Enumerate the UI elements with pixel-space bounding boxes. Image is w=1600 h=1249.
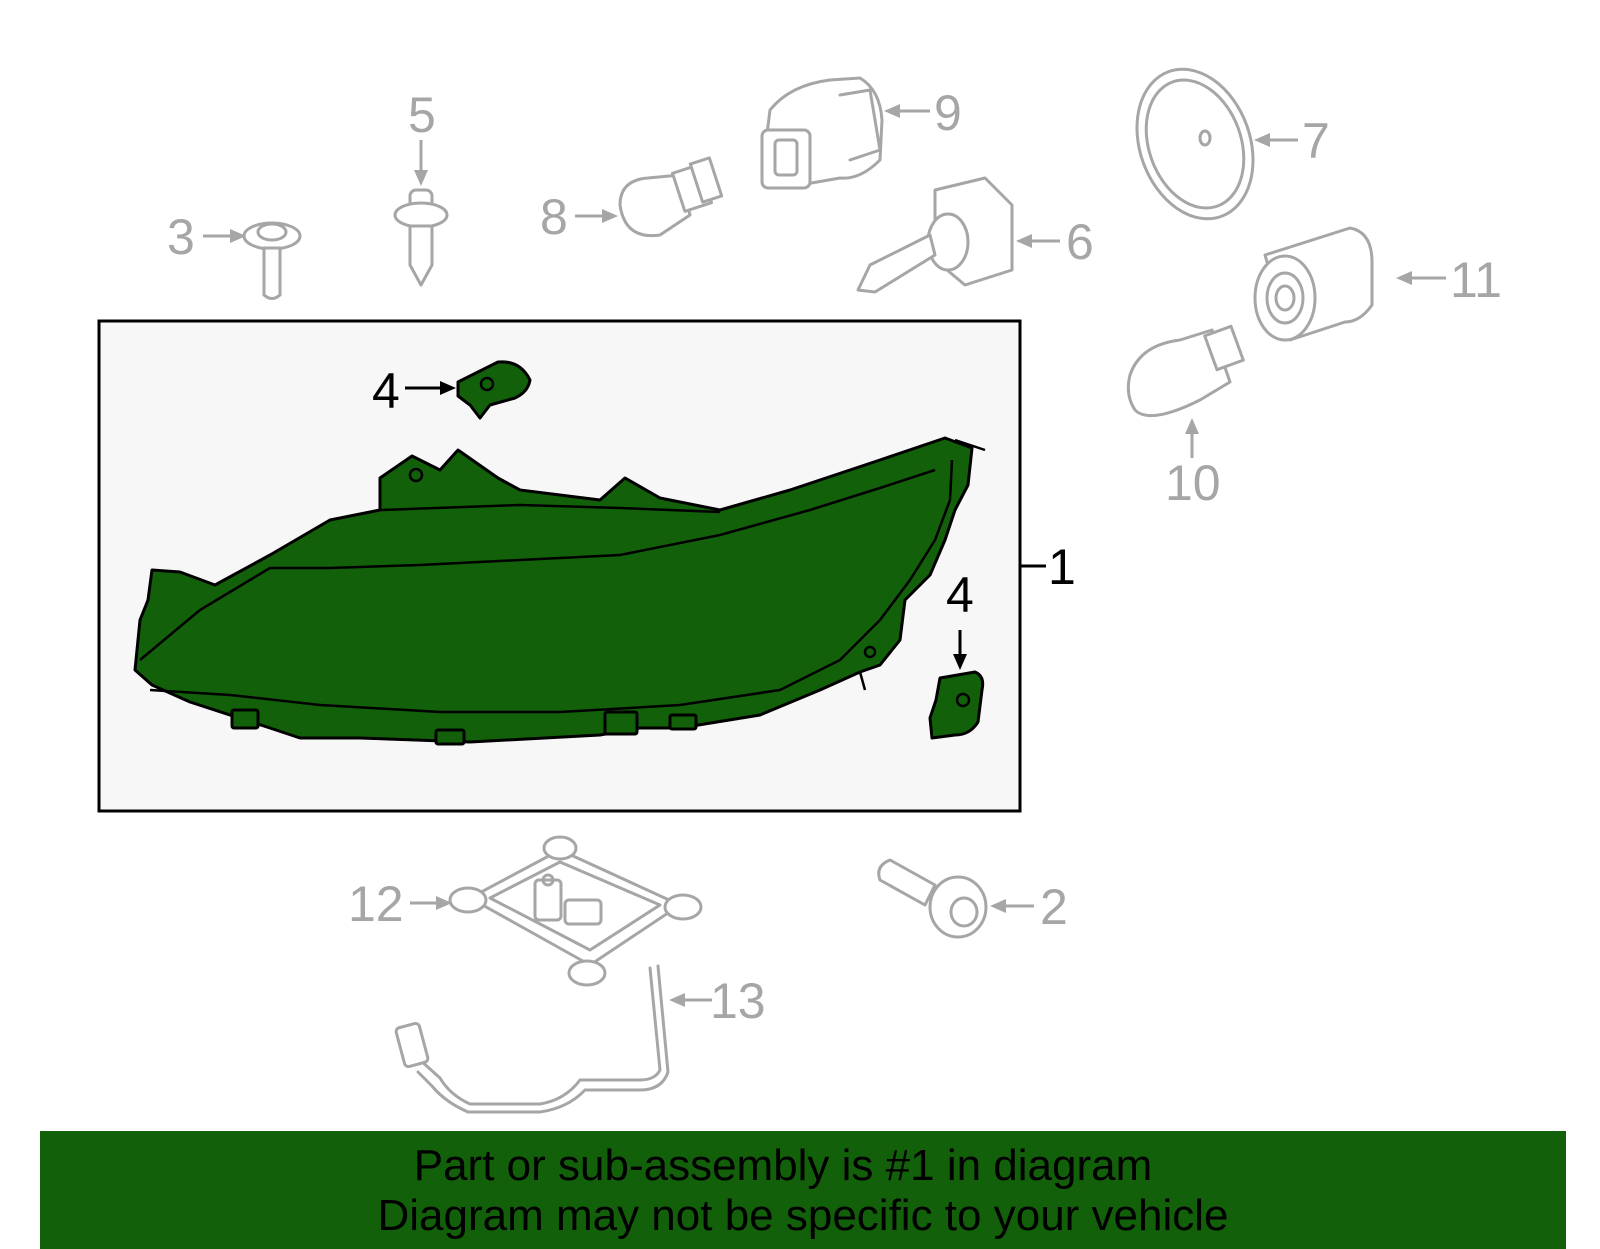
- leader-8: [575, 209, 618, 223]
- part-6-hid-bulb[interactable]: [856, 176, 1014, 294]
- callout-3: 3: [167, 209, 195, 265]
- part-9-socket[interactable]: [760, 76, 884, 190]
- callout-1: 1: [1048, 539, 1076, 595]
- callout-4-upper: 4: [372, 363, 400, 419]
- leader-2: [990, 899, 1034, 913]
- callout-10: 10: [1165, 455, 1221, 511]
- callout-6: 6: [1066, 214, 1094, 270]
- callout-13: 13: [710, 973, 766, 1029]
- leader-10: [1185, 418, 1199, 458]
- leader-4-lower: [953, 630, 967, 670]
- leader-5: [414, 140, 428, 186]
- leader-12: [410, 896, 452, 910]
- part-8-bulb[interactable]: [618, 156, 724, 238]
- leader-13: [669, 993, 712, 1007]
- part-3-bolt[interactable]: [242, 221, 302, 300]
- part-11-socket[interactable]: [1253, 226, 1374, 342]
- callout-8: 8: [540, 189, 568, 245]
- callout-4-lower: 4: [946, 567, 974, 623]
- callout-12: 12: [348, 876, 404, 932]
- part-7-cap[interactable]: [1117, 53, 1273, 235]
- part-5-pin[interactable]: [393, 188, 449, 287]
- callout-7: 7: [1302, 113, 1330, 169]
- part-10-bulb[interactable]: [1126, 324, 1245, 418]
- part-13-harness[interactable]: [394, 964, 670, 1114]
- part-1-headlamp-assembly[interactable]: [133, 436, 986, 746]
- part-2-bolt[interactable]: [877, 858, 988, 939]
- part-4-clip-lower[interactable]: [928, 670, 985, 740]
- leader-6: [1016, 234, 1060, 248]
- leader-7: [1254, 133, 1298, 147]
- part-12-ballast[interactable]: [448, 835, 703, 987]
- leader-11: [1396, 271, 1446, 285]
- banner-line-1: Part or sub-assembly is #1 in diagram: [413, 1141, 1153, 1190]
- leader-4-upper: [405, 381, 456, 395]
- callout-2: 2: [1040, 879, 1068, 935]
- leader-9: [884, 104, 930, 118]
- callout-9: 9: [934, 85, 962, 141]
- leader-3: [203, 229, 246, 243]
- callout-11: 11: [1450, 252, 1502, 308]
- banner-line-2: Diagram may not be specific to your vehi…: [377, 1191, 1229, 1240]
- part-4-clip-upper[interactable]: [456, 360, 532, 420]
- info-banner: Part or sub-assembly is #1 in diagram Di…: [40, 1131, 1566, 1249]
- callout-5: 5: [408, 87, 436, 143]
